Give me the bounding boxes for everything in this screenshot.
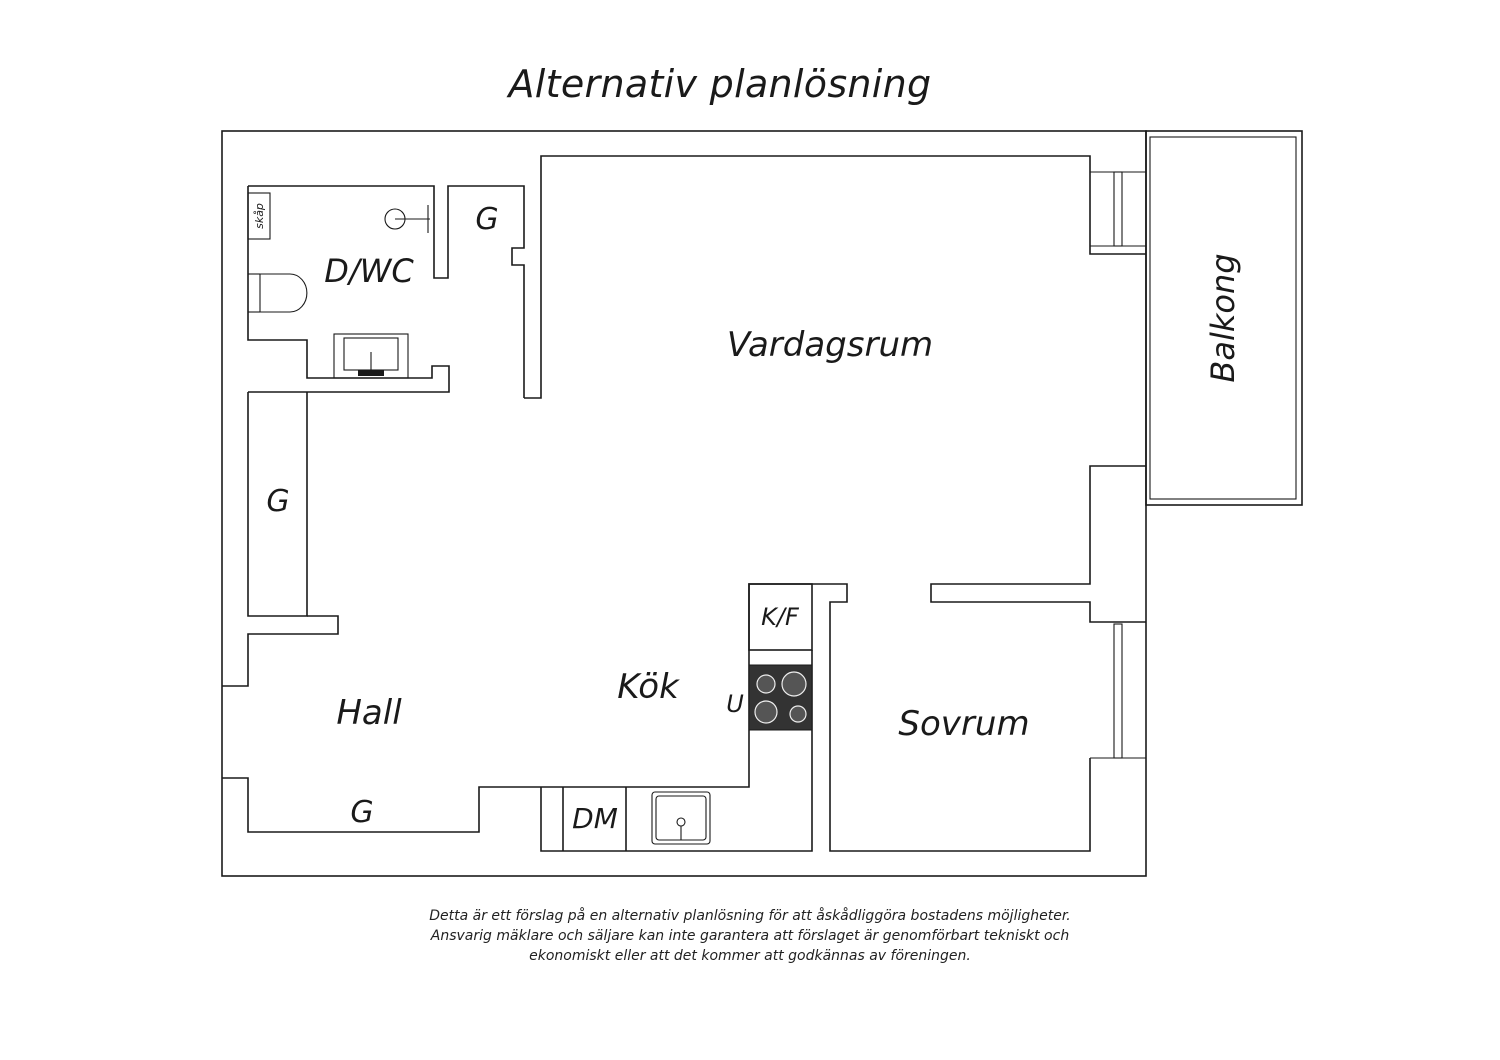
room-label-hall: Hall	[336, 693, 402, 733]
hall-west-wall	[222, 615, 339, 687]
storage-label-bottom-closet: G	[350, 795, 373, 830]
storage-label-bath-closet: G	[475, 202, 498, 237]
disclaimer-line: Ansvarig mäklare och säljare kan inte ga…	[430, 928, 1070, 944]
room-label-dwc: D/WC	[324, 252, 414, 290]
appliance-label-oven: U	[726, 690, 744, 718]
skap-cabinet	[247, 192, 271, 240]
kitchen-sink-icon	[651, 791, 711, 845]
stove-icon	[748, 664, 813, 731]
window-bedroom	[1090, 623, 1146, 759]
room-label-vardagsrum: Vardagsrum	[727, 325, 933, 365]
outer-wall	[221, 130, 1147, 877]
window-living	[1090, 171, 1146, 247]
room-label-sovrum: Sovrum	[898, 704, 1029, 744]
page-title: Alternativ planlösning	[508, 62, 932, 106]
room-label-balkong: Balkong	[1204, 253, 1242, 382]
room-label-kok: Kök	[617, 667, 680, 707]
bottom-closet-wall	[222, 583, 812, 833]
toilet-icon	[248, 273, 308, 313]
shower-icon	[384, 205, 430, 233]
bathroom-sink-icon	[333, 333, 409, 379]
disclaimer-line: Detta är ett förslag på en alternativ pl…	[429, 908, 1071, 924]
living-room-east-wall	[930, 465, 1146, 623]
living-room-wall	[524, 155, 1146, 399]
appliance-label-fridge: K/F	[761, 603, 800, 631]
appliance-label-dishwasher: DM	[572, 802, 618, 835]
balcony	[1145, 130, 1303, 506]
disclaimer-line: ekonomiskt eller att det kommer att godk…	[529, 948, 971, 964]
bathroom-wall	[248, 185, 525, 398]
kitchen-counter	[540, 583, 1091, 852]
disclaimer: Detta är ett förslag på en alternativ pl…	[350, 906, 1150, 966]
storage-label-hall-closet: G	[266, 484, 289, 519]
bathroom-lower-wall	[247, 186, 450, 393]
storage-label-skap: skåp	[253, 203, 266, 229]
hall-closet-wall	[247, 392, 308, 617]
